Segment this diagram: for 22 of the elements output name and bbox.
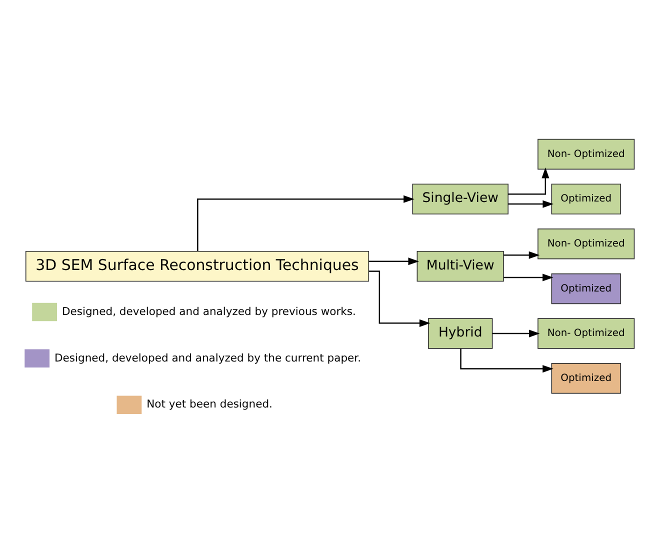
arrow (508, 200, 554, 208)
arrow (492, 330, 540, 338)
arrow (504, 274, 554, 282)
node-box: Non- Optimized (538, 318, 635, 349)
arrow (504, 251, 540, 259)
node-box: Single-View (412, 184, 508, 214)
legend-label: Not yet been designed. (146, 398, 272, 411)
node-box: Optimized (551, 273, 621, 304)
node-box: Optimized (551, 184, 621, 214)
node-box: Optimized (551, 363, 621, 394)
arrow (460, 348, 554, 373)
arrow (368, 258, 420, 266)
node-box: Multi-View (416, 250, 504, 282)
node-box: Hybrid (428, 318, 493, 349)
node-box: 3D SEM Surface Reconstruction Techniques (25, 250, 370, 282)
node-box: Non- Optimized (538, 138, 635, 170)
legend-label: Designed, developed and analyzed by the current paper. (54, 351, 362, 364)
arrow (508, 167, 550, 195)
legend-label: Designed, developed and analyzed by previous works. (62, 304, 356, 318)
arrow (368, 270, 430, 327)
node-box: Non- Optimized (538, 228, 635, 260)
arrow (197, 195, 414, 252)
